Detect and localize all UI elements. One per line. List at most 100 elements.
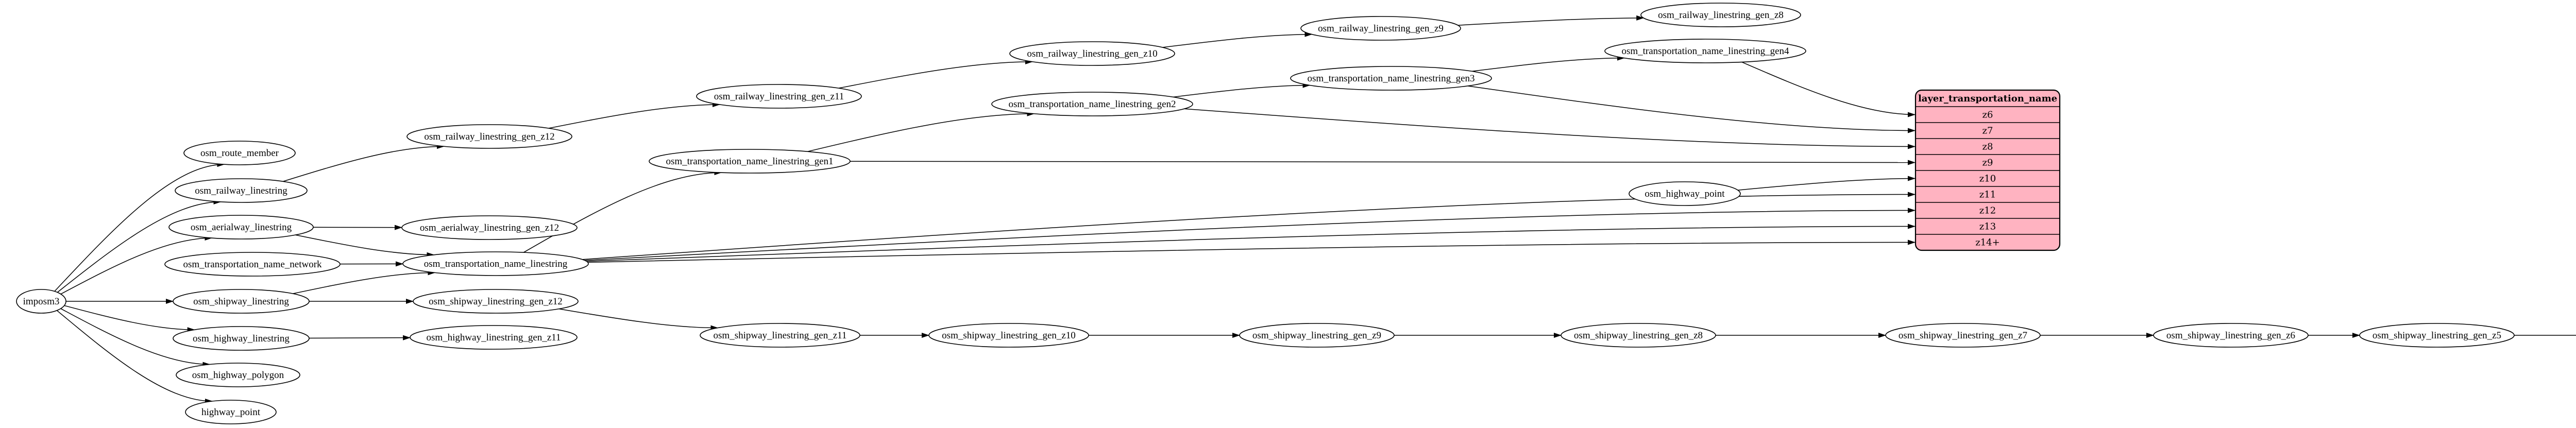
node-osm-highway-polygon: osm_highway_polygon xyxy=(176,363,300,387)
record-title: layer_transportation_name xyxy=(1918,93,2057,104)
node-osm-railway-linestring-gen-z8: osm_railway_linestring_gen_z8 xyxy=(1640,3,1801,27)
node-osm-shipway-linestring-gen-z5-shape xyxy=(2359,323,2515,348)
node-highway-point: highway_point xyxy=(185,400,277,424)
node-osm-aerialway-linestring-gen-z12-label: osm_aerialway_linestring_gen_z12 xyxy=(420,222,559,233)
node-osm-aerialway-linestring-shape xyxy=(168,215,314,239)
edge-osm_transportation_name_linestring-to-layer_transportation_name-z12 xyxy=(584,208,1916,261)
node-osm-route-member-label: osm_route_member xyxy=(200,148,279,159)
edge-osm_railway_linestring_gen_z10-to-osm_railway_linestring_gen_z9 xyxy=(1162,31,1313,48)
record-row-z12: z12 xyxy=(1979,206,1996,216)
node-osm-transportation-name-linestring-label: osm_transportation_name_linestring xyxy=(424,259,568,269)
node-osm-railway-linestring-gen-z10: osm_railway_linestring_gen_z10 xyxy=(1009,41,1175,66)
node-osm-railway-linestring-gen-z12-shape xyxy=(406,124,572,149)
record-node-layer-transportation-name: layer_transportation_name z6 z7 z8 z9 z1… xyxy=(1914,89,2061,251)
edge-osm_transportation_name_linestring-to-layer_transportation_name-z13 xyxy=(586,224,1916,262)
node-osm-transportation-name-network: osm_transportation_name_network xyxy=(164,252,341,277)
edge-imposm3-to-highway_point xyxy=(56,310,213,404)
node-osm-shipway-linestring-label: osm_shipway_linestring xyxy=(193,296,289,307)
record-row-z10: z10 xyxy=(1979,174,1996,184)
record-row-z11: z11 xyxy=(1979,190,1996,200)
node-imposm3-shape xyxy=(16,289,66,314)
record-row-z9: z9 xyxy=(1982,158,1993,168)
node-osm-shipway-linestring-gen-z8: osm_shipway_linestring_gen_z8 xyxy=(1561,323,1716,348)
node-osm-shipway-linestring-gen-z11: osm_shipway_linestring_gen_z11 xyxy=(700,323,860,348)
edge-osm_railway_linestring_gen_z11-to-osm_railway_linestring_gen_z10 xyxy=(838,59,1033,89)
node-osm-shipway-linestring-gen-z7-shape xyxy=(1885,323,2041,348)
edge-imposm3-to-osm_highway_polygon xyxy=(60,308,211,367)
node-osm-transportation-name-network-shape xyxy=(164,252,341,277)
node-osm-shipway-linestring-gen-z5-label: osm_shipway_linestring_gen_z5 xyxy=(2372,330,2501,341)
node-osm-railway-linestring-gen-z11: osm_railway_linestring_gen_z11 xyxy=(696,84,862,109)
node-osm-transportation-name-linestring-gen2-label: osm_transportation_name_linestring_gen2 xyxy=(1008,99,1176,110)
edge-imposm3-to-osm_aerialway_linestring xyxy=(60,235,213,295)
node-osm-aerialway-linestring-label: osm_aerialway_linestring xyxy=(191,222,292,233)
node-osm-transportation-name-linestring-gen1-shape xyxy=(649,149,851,174)
node-osm-shipway-linestring-gen-z10: osm_shipway_linestring_gen_z10 xyxy=(928,323,1089,348)
node-osm-highway-linestring-gen-z11-shape xyxy=(410,325,578,350)
node-osm-route-member-shape xyxy=(183,141,296,165)
node-osm-highway-point: osm_highway_point xyxy=(1629,181,1741,206)
node-osm-shipway-linestring-gen-z9-shape xyxy=(1239,323,1395,348)
node-osm-transportation-name-linestring-gen4-label: osm_transportation_name_linestring_gen4 xyxy=(1621,46,1789,57)
node-osm-railway-linestring-gen-z10-label: osm_railway_linestring_gen_z10 xyxy=(1027,48,1157,59)
node-osm-shipway-linestring-gen-z9-label: osm_shipway_linestring_gen_z9 xyxy=(1252,330,1381,341)
node-osm-route-member: osm_route_member xyxy=(183,141,296,165)
record-row-z8: z8 xyxy=(1982,142,1993,152)
node-osm-highway-point-label: osm_highway_point xyxy=(1645,189,1725,199)
node-osm-transportation-name-linestring-gen2-shape xyxy=(991,92,1193,116)
node-osm-shipway-linestring-gen-z6: osm_shipway_linestring_gen_z6 xyxy=(2153,323,2309,348)
record-row-z6: z6 xyxy=(1982,110,1993,121)
node-imposm3-label: imposm3 xyxy=(23,296,60,307)
edge-osm_highway_point-to-layer_transportation_name-z10 xyxy=(1738,176,1916,191)
node-osm-shipway-linestring-gen-z8-label: osm_shipway_linestring_gen_z8 xyxy=(1574,330,1703,341)
node-osm-transportation-name-linestring-gen1-label: osm_transportation_name_linestring_gen1 xyxy=(666,156,833,167)
node-osm-highway-polygon-label: osm_highway_polygon xyxy=(192,370,284,381)
edge-osm_transportation_name_linestring_gen2-to-osm_transportation_name_linestring_gen3 xyxy=(1173,82,1311,98)
node-osm-railway-linestring-label: osm_railway_linestring xyxy=(195,185,287,196)
node-osm-highway-linestring: osm_highway_linestring xyxy=(173,326,310,351)
node-osm-shipway-linestring-gen-z7: osm_shipway_linestring_gen_z7 xyxy=(1885,323,2041,348)
edge-osm_transportation_name_linestring-to-osm_transportation_name_linestring_gen1 xyxy=(523,170,722,253)
edge-osm_railway_linestring-to-osm_railway_linestring_gen_z12 xyxy=(283,144,445,182)
node-imposm3: imposm3 xyxy=(16,289,66,314)
node-osm-highway-linestring-gen-z11-label: osm_highway_linestring_gen_z11 xyxy=(426,332,561,343)
node-osm-shipway-linestring-shape xyxy=(173,289,310,314)
edge-osm_transportation_name_linestring_gen4-to-layer_transportation_name-z6 xyxy=(1741,61,1916,117)
node-osm-railway-linestring: osm_railway_linestring xyxy=(175,178,308,203)
node-osm-transportation-name-linestring-gen1: osm_transportation_name_linestring_gen1 xyxy=(649,149,851,174)
node-osm-shipway-linestring-gen-z6-shape xyxy=(2153,323,2309,348)
node-osm-shipway-linestring-gen-z12: osm_shipway_linestring_gen_z12 xyxy=(413,289,579,314)
edge-osm_railway_linestring_gen_z12-to-osm_railway_linestring_gen_z11 xyxy=(548,101,720,129)
node-osm-transportation-name-linestring: osm_transportation_name_linestring xyxy=(402,251,589,276)
node-osm-railway-linestring-gen-z10-shape xyxy=(1009,41,1175,66)
node-osm-highway-linestring-shape xyxy=(173,326,310,351)
node-osm-transportation-name-network-label: osm_transportation_name_network xyxy=(183,259,322,270)
node-osm-shipway-linestring-gen-z12-label: osm_shipway_linestring_gen_z12 xyxy=(429,296,563,307)
node-osm-transportation-name-linestring-gen4: osm_transportation_name_linestring_gen4 xyxy=(1604,39,1806,63)
node-osm-shipway-linestring: osm_shipway_linestring xyxy=(173,289,310,314)
edge-osm_shipway_linestring-to-osm_transportation_name_linestring xyxy=(293,270,436,294)
record-row-z14plus: z14+ xyxy=(1975,237,1999,248)
node-osm-railway-linestring-gen-z11-shape xyxy=(696,84,862,109)
node-osm-railway-linestring-gen-z12-label: osm_railway_linestring_gen_z12 xyxy=(424,131,554,142)
node-osm-aerialway-linestring-gen-z12: osm_aerialway_linestring_gen_z12 xyxy=(401,215,578,240)
edge-layer xyxy=(54,15,2576,404)
node-osm-highway-linestring-label: osm_highway_linestring xyxy=(193,333,290,344)
node-osm-railway-linestring-shape xyxy=(175,178,308,203)
node-osm-shipway-linestring-gen-z11-shape xyxy=(700,323,860,348)
node-osm-shipway-linestring-gen-z11-label: osm_shipway_linestring_gen_z11 xyxy=(714,330,847,341)
node-osm-transportation-name-linestring-gen4-shape xyxy=(1604,39,1806,63)
node-highway-point-shape xyxy=(185,400,277,424)
node-osm-transportation-name-linestring-gen3-shape xyxy=(1290,66,1492,91)
node-osm-shipway-linestring-gen-z6-label: osm_shipway_linestring_gen_z6 xyxy=(2166,330,2295,341)
node-osm-railway-linestring-gen-z8-label: osm_railway_linestring_gen_z8 xyxy=(1658,10,1784,21)
node-osm-shipway-linestring-gen-z5: osm_shipway_linestring_gen_z5 xyxy=(2359,323,2515,348)
node-osm-shipway-linestring-gen-z9: osm_shipway_linestring_gen_z9 xyxy=(1239,323,1395,348)
node-osm-shipway-linestring-gen-z8-shape xyxy=(1561,323,1716,348)
node-osm-transportation-name-linestring-gen3: osm_transportation_name_linestring_gen3 xyxy=(1290,66,1492,91)
node-osm-railway-linestring-gen-z9-label: osm_railway_linestring_gen_z9 xyxy=(1318,23,1444,34)
record-row-separators xyxy=(1916,106,2060,235)
node-osm-railway-linestring-gen-z9: osm_railway_linestring_gen_z9 xyxy=(1300,16,1461,41)
